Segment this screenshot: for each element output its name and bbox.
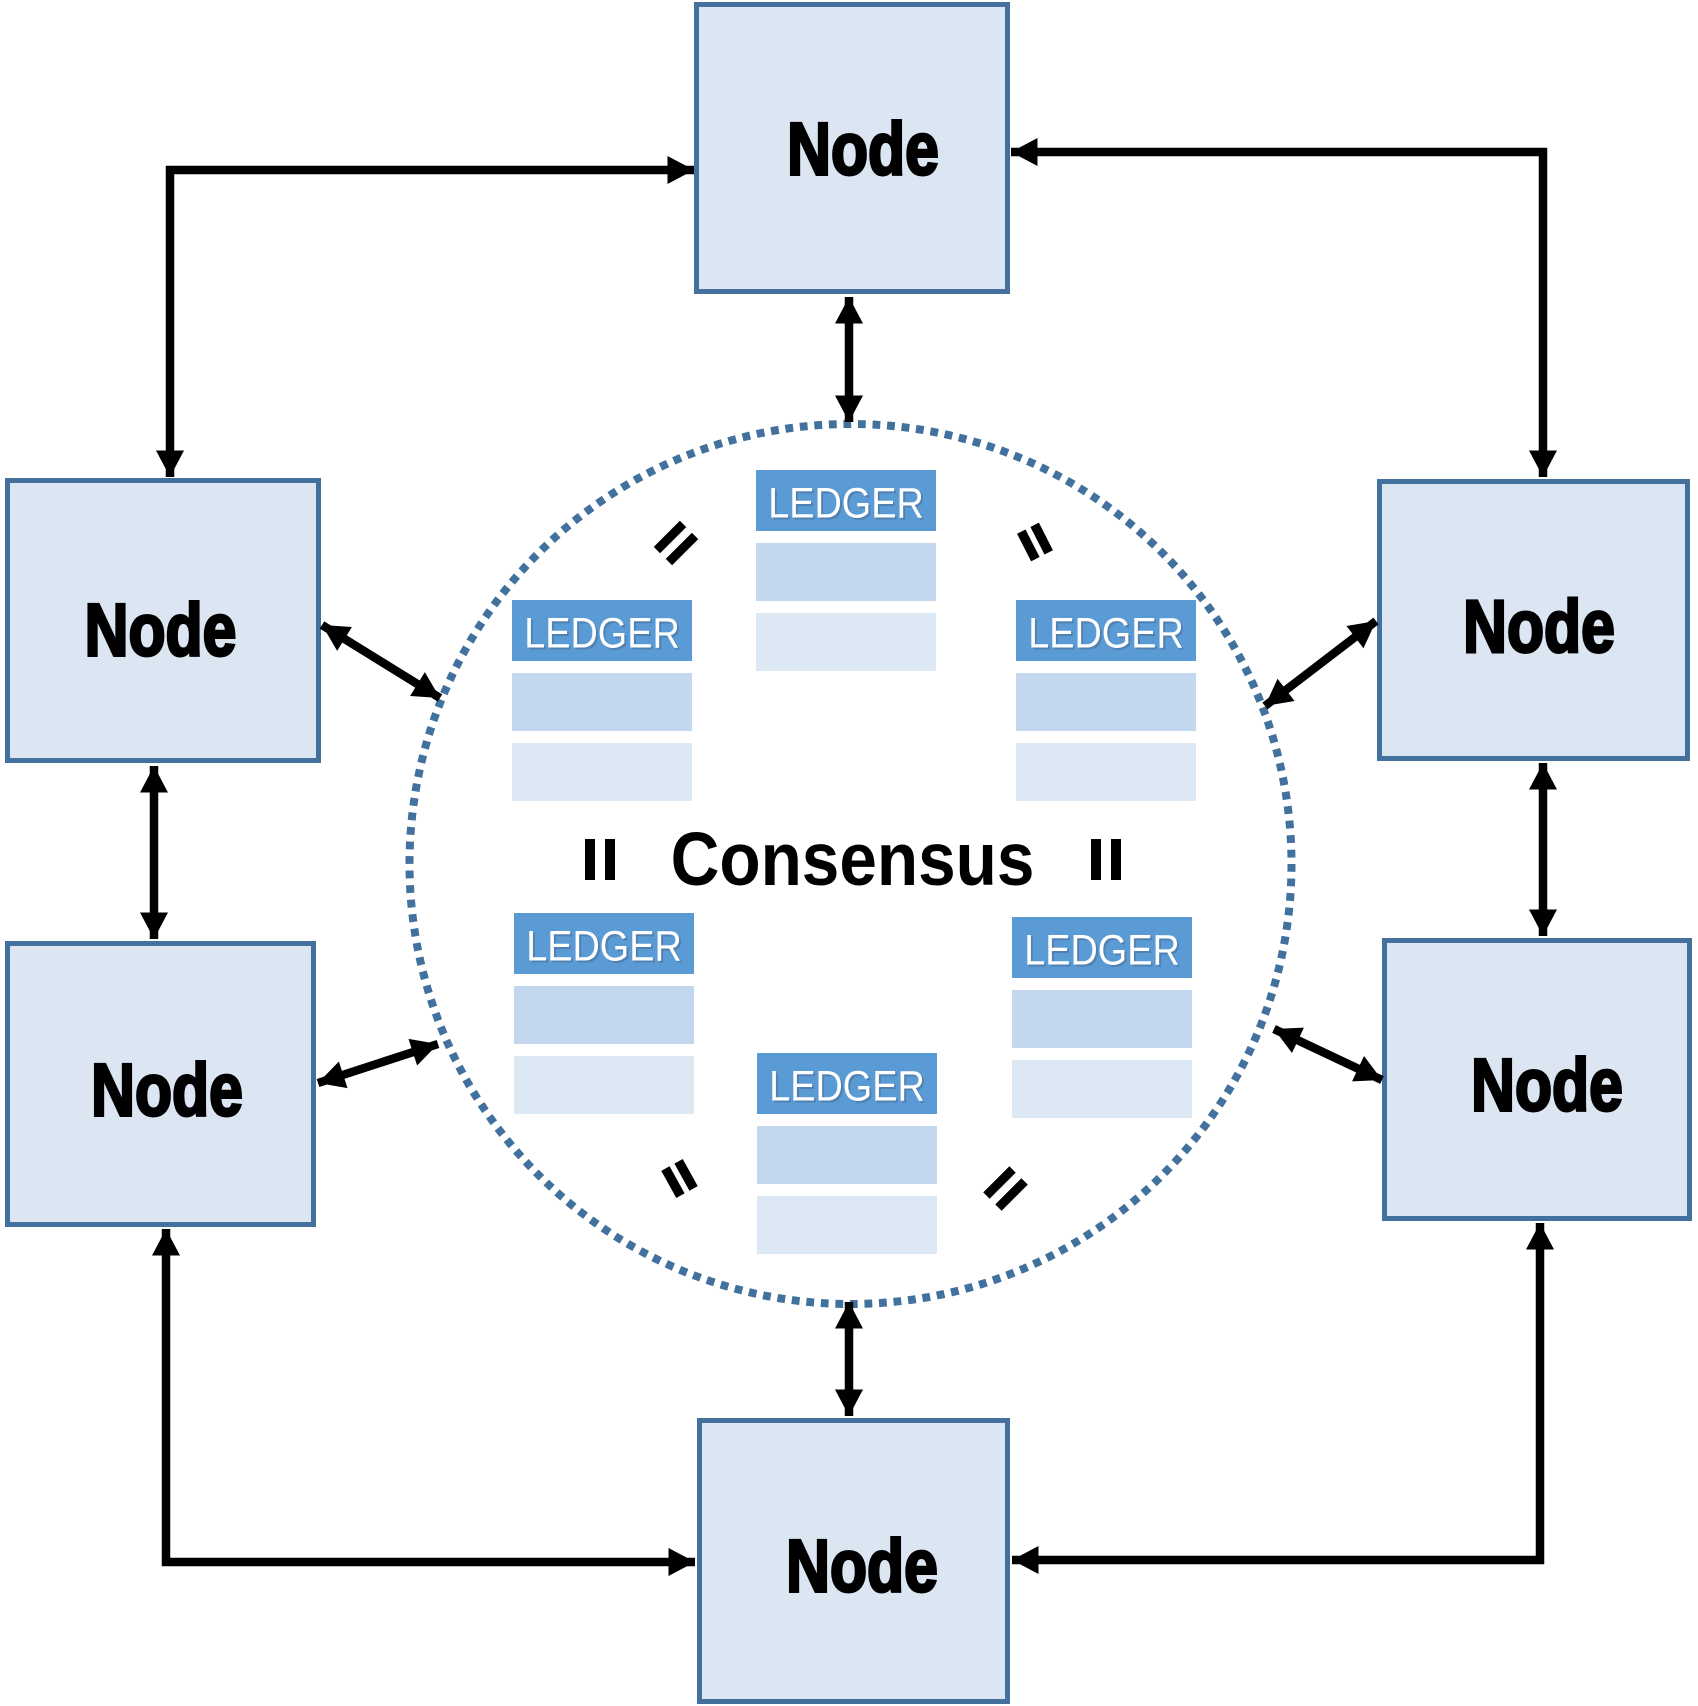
svg-text:LEDGER: LEDGER — [770, 480, 926, 529]
svg-text:LEDGER: LEDGER — [1026, 927, 1182, 976]
svg-text:Node: Node — [1471, 1045, 1623, 1127]
svg-text:LEDGER: LEDGER — [771, 1063, 927, 1112]
svg-text:LEDGER: LEDGER — [769, 1061, 925, 1110]
svg-text:Node: Node — [85, 590, 237, 672]
svg-text:LEDGER: LEDGER — [526, 921, 682, 970]
svg-text:Node: Node — [1463, 586, 1615, 668]
svg-text:Node: Node — [787, 109, 939, 191]
svg-text:LEDGER: LEDGER — [528, 923, 684, 972]
svg-text:LEDGER: LEDGER — [526, 610, 682, 659]
svg-text:LEDGER: LEDGER — [1024, 925, 1180, 974]
svg-text:LEDGER: LEDGER — [768, 478, 924, 527]
svg-text:LEDGER: LEDGER — [1030, 610, 1186, 659]
svg-text:Node: Node — [786, 1526, 938, 1608]
svg-text:Node: Node — [91, 1050, 243, 1132]
svg-text:LEDGER: LEDGER — [524, 608, 680, 657]
svg-text:Consensus: Consensus — [671, 818, 1035, 902]
svg-text:LEDGER: LEDGER — [1028, 608, 1184, 657]
